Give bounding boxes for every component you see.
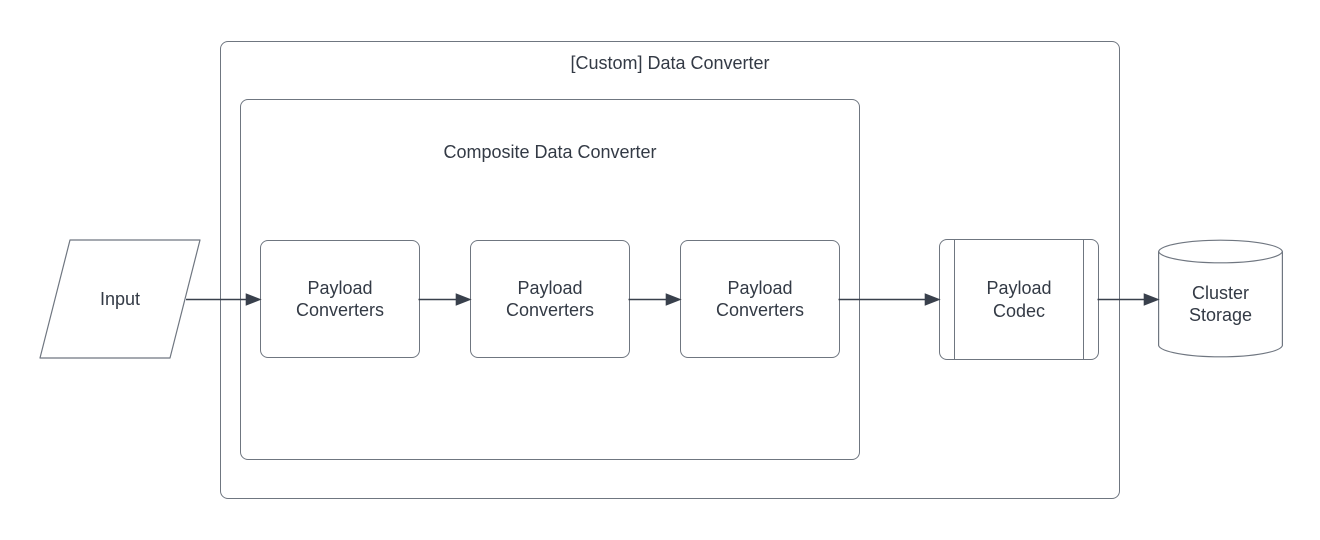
node-payload-converters-2: Payload Converters <box>470 240 630 358</box>
container-composite-data-converter: Composite Data Converter <box>240 99 860 460</box>
codec-left-rail <box>954 240 955 359</box>
container-custom-data-converter: [Custom] Data Converter <box>220 41 1120 499</box>
payload-converters-2-label: Payload Converters <box>505 277 595 321</box>
payload-codec-label: Payload Codec <box>986 278 1052 321</box>
node-payload-converters-3: Payload Converters <box>680 240 840 358</box>
node-payload-codec: Payload Codec <box>939 239 1099 360</box>
payload-converters-3-label: Payload Converters <box>715 277 805 321</box>
codec-right-rail <box>1083 240 1084 359</box>
payload-converters-1-label: Payload Converters <box>295 277 385 321</box>
input-parallelogram-shape <box>39 239 201 359</box>
composite-data-converter-label: Composite Data Converter <box>443 142 657 162</box>
node-payload-converters-1: Payload Converters <box>260 240 420 358</box>
custom-data-converter-label: [Custom] Data Converter <box>570 53 770 73</box>
cluster-storage-cylinder-shape <box>1158 239 1283 358</box>
